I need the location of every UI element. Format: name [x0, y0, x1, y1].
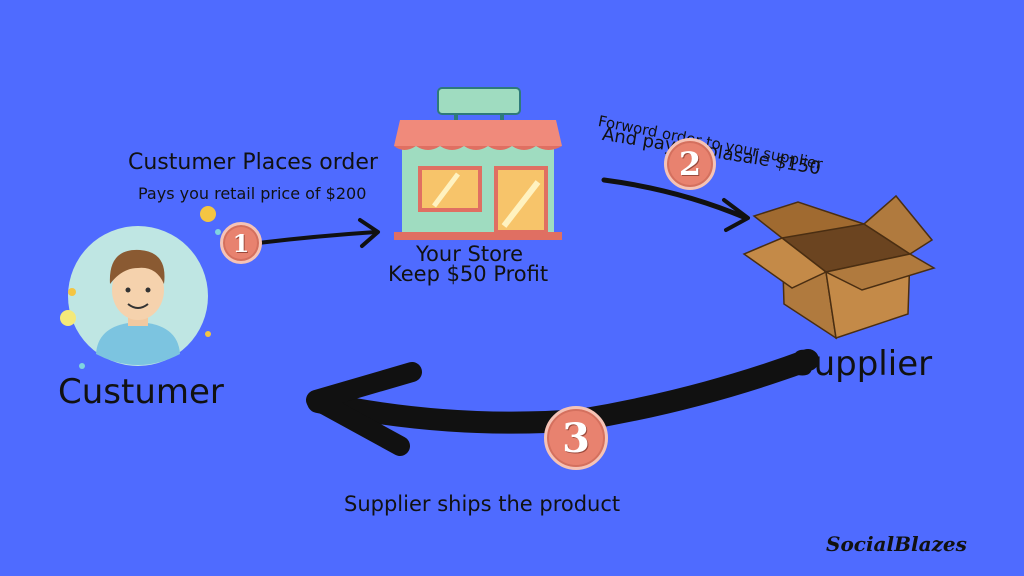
arrow-store-to-supplier: [601, 177, 749, 221]
ships-label: Supplier ships the product: [344, 492, 621, 516]
customer-action-title: Custumer Places order: [128, 150, 378, 175]
store-label: Your Store: [416, 242, 524, 266]
arrow-customer-to-store: [256, 230, 378, 245]
store: [392, 86, 564, 242]
step-1-badge: 1: [220, 222, 262, 264]
customer-avatar-icon: [60, 206, 221, 369]
step-2-badge: 2: [664, 138, 716, 190]
step-3-badge: 3: [544, 406, 608, 470]
customer-avatar: [58, 206, 221, 376]
box-icon: [742, 194, 936, 340]
store-profit: Keep $50 Profit: [388, 262, 549, 286]
customer-action-detail: Pays you retail price of $200: [138, 184, 367, 203]
brand-logo: SocialBlazes: [826, 532, 967, 556]
supplier-box: [738, 192, 936, 342]
store-icon: [394, 87, 562, 240]
customer-label: Custumer: [58, 372, 224, 412]
